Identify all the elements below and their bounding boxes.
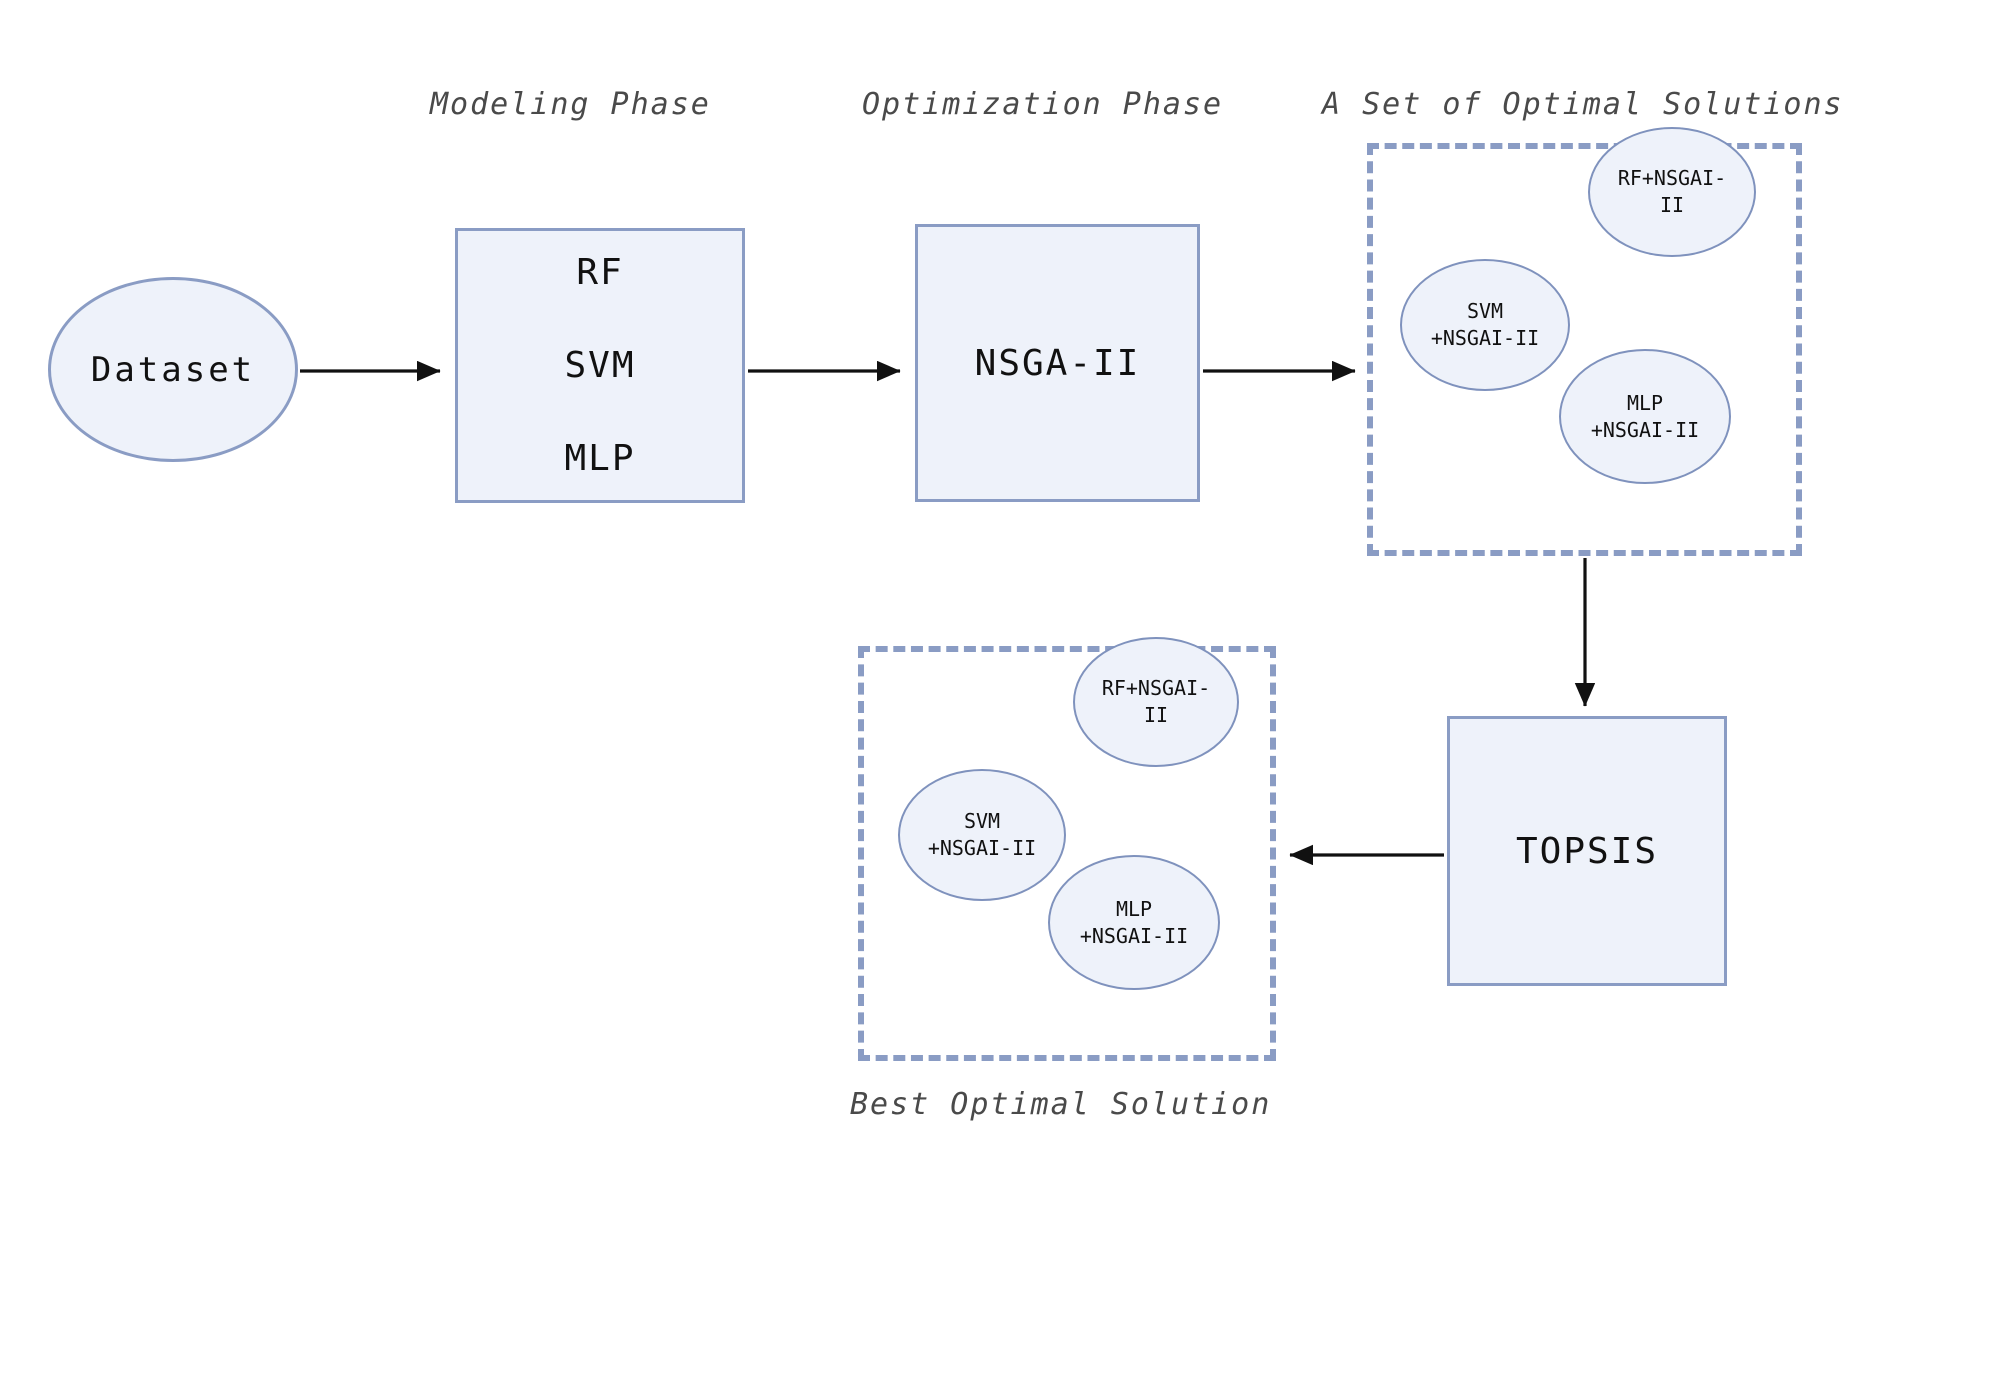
solution-node-mlp-nsgaii[interactable]: MLP +NSGAI-II xyxy=(1559,349,1731,484)
node-dataset[interactable]: Dataset xyxy=(48,277,298,462)
best-solution-node-rf-nsgaii[interactable]: RF+NSGAI- II xyxy=(1073,637,1239,767)
solution-node-svm-nsgaii-label: SVM +NSGAI-II xyxy=(1430,299,1540,350)
solution-node-mlp-nsgaii-label: MLP +NSGAI-II xyxy=(1590,390,1700,442)
best-solution-node-rf-nsgaii-label: RF+NSGAI- II xyxy=(1101,676,1211,727)
label-optimal-solutions: A Set of Optimal Solutions xyxy=(1322,87,1844,122)
best-solution-node-svm-nsgaii-label: SVM +NSGAI-II xyxy=(927,809,1037,860)
best-solution-node-mlp-nsgaii[interactable]: MLP +NSGAI-II xyxy=(1048,855,1220,990)
solution-node-rf-nsgaii[interactable]: RF+NSGAI- II xyxy=(1588,127,1756,257)
solution-node-svm-nsgaii[interactable]: SVM +NSGAI-II xyxy=(1400,259,1570,391)
node-models-line-svm: SVM xyxy=(564,345,636,386)
node-models-line-mlp: MLP xyxy=(564,438,636,479)
solution-node-rf-nsgaii-label: RF+NSGAI- II xyxy=(1617,166,1727,217)
node-nsga-ii[interactable]: NSGA-II xyxy=(915,224,1200,502)
node-models-line-rf: RF xyxy=(576,252,624,293)
node-nsga-ii-label: NSGA-II xyxy=(974,342,1141,384)
label-best-optimal-solution: Best Optimal Solution xyxy=(850,1087,1272,1122)
node-topsis-label: TOPSIS xyxy=(1515,830,1659,872)
group-best-optimal-solution: RF+NSGAI- II SVM +NSGAI-II MLP +NSGAI-II xyxy=(858,637,1276,1061)
label-optimization-phase: Optimization Phase xyxy=(862,87,1224,122)
node-models[interactable]: RF SVM MLP xyxy=(455,228,745,503)
node-dataset-label: Dataset xyxy=(90,349,256,390)
best-solution-node-mlp-nsgaii-label: MLP +NSGAI-II xyxy=(1079,896,1189,948)
group-optimal-solutions: RF+NSGAI- II SVM +NSGAI-II MLP +NSGAI-II xyxy=(1367,127,1802,556)
label-modeling-phase: Modeling Phase xyxy=(430,87,711,122)
node-topsis[interactable]: TOPSIS xyxy=(1447,716,1727,986)
best-solution-node-svm-nsgaii[interactable]: SVM +NSGAI-II xyxy=(898,769,1066,901)
